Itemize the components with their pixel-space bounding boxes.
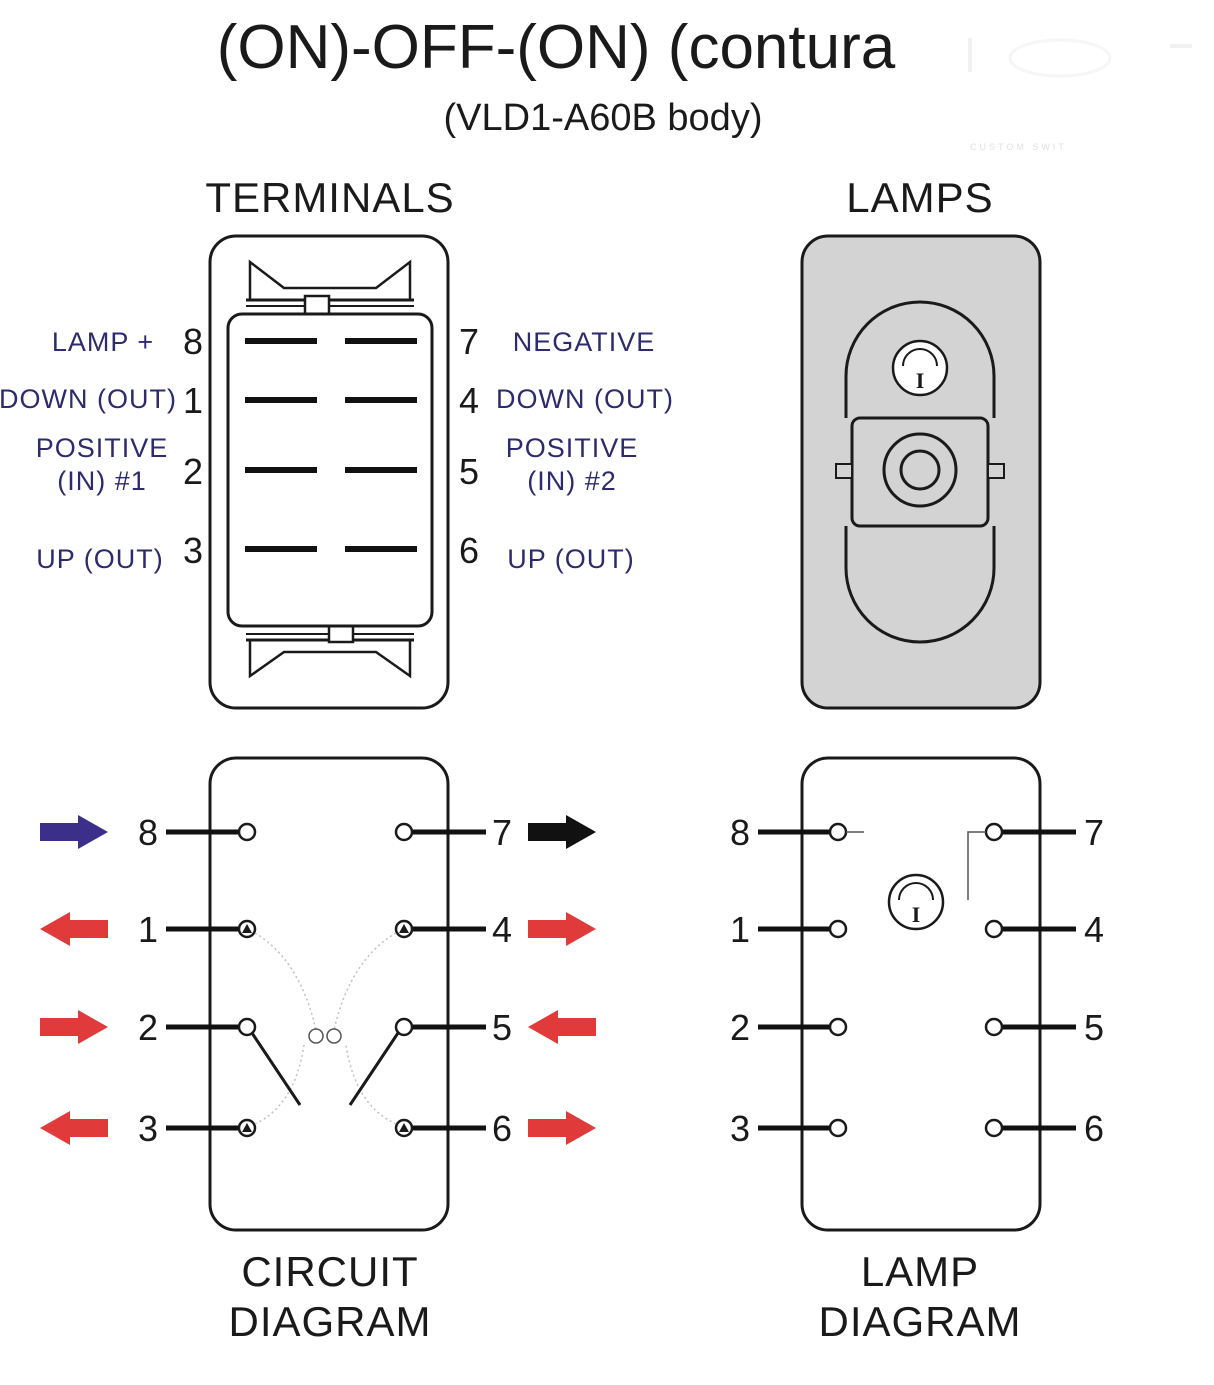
lamp-body (800, 234, 1042, 710)
terminal-label: POSITIVE (36, 433, 169, 463)
arrow-out-icon (528, 912, 596, 946)
lamp-contact-1 (828, 919, 848, 939)
lamp-icon: I (887, 873, 945, 931)
pin-number: 4 (1084, 909, 1104, 950)
terminal-label: UP (OUT) (507, 544, 635, 574)
terminal-labels: LAMP + DOWN (OUT) POSITIVE (IN) #1 UP (O… (0, 327, 674, 574)
arrow-in-icon (40, 815, 108, 849)
pin-number: 4 (492, 909, 512, 950)
terminal-label: (IN) #2 (527, 466, 617, 496)
pin-number: 3 (138, 1108, 158, 1149)
terminal-label: UP (OUT) (36, 544, 164, 574)
pin-number: 2 (138, 1007, 158, 1048)
pin-number: 1 (730, 909, 750, 950)
pin-number: 6 (1084, 1108, 1104, 1149)
pin-number: 2 (730, 1007, 750, 1048)
page-subtitle: (VLD1-A60B body) (444, 97, 763, 139)
pin-number: 3 (730, 1108, 750, 1149)
circuit-diagram: 8 1 2 3 7 4 5 6 (40, 756, 596, 1232)
lamp-letter: I (912, 902, 921, 927)
terminal-number: 4 (459, 380, 479, 421)
terminal-label: LAMP + (52, 327, 154, 357)
terminal-number: 2 (183, 451, 203, 492)
lamp-contact-4 (984, 919, 1004, 939)
page-title: (ON)-OFF-(ON) (contura (217, 13, 896, 82)
lamp-icon: I (891, 339, 949, 397)
lamp-letter: I (916, 368, 925, 393)
terminal-label: DOWN (OUT) (496, 384, 674, 414)
terminal-number: 6 (459, 530, 479, 571)
terminal-label: NEGATIVE (513, 327, 656, 357)
arrow-in-icon (40, 1010, 108, 1044)
pin-number: 7 (1084, 812, 1104, 853)
lamp-contact-7 (984, 822, 1004, 842)
terminal-numbers: 8 1 2 3 7 4 5 6 (183, 321, 479, 571)
lamp-diagram-heading-line2: DIAGRAM (818, 1298, 1021, 1345)
terminal-body (208, 234, 450, 710)
arrow-out-icon (528, 1111, 596, 1145)
arrow-in-icon (528, 1010, 596, 1044)
pin-number: 8 (138, 812, 158, 853)
terminal-number: 7 (459, 321, 479, 362)
pin-number: 6 (492, 1108, 512, 1149)
lamp-contact-5 (984, 1017, 1004, 1037)
lamp-diagram-heading-line1: LAMP (861, 1248, 979, 1295)
pin-number: 8 (730, 812, 750, 853)
contact-5 (394, 1017, 414, 1037)
lamp-contact-3 (828, 1118, 848, 1138)
terminal-label: DOWN (OUT) (0, 384, 177, 414)
contact-2 (237, 1017, 257, 1037)
terminal-number: 5 (459, 451, 479, 492)
logo-watermark: CUSTOM SWIT (968, 38, 1192, 152)
contact-7 (394, 822, 414, 842)
pin-number: 5 (492, 1007, 512, 1048)
lamp-contact-2 (828, 1017, 848, 1037)
arrow-out-icon (40, 912, 108, 946)
lamps-heading: LAMPS (846, 174, 993, 221)
lamp-diagram: I 8 1 2 3 7 4 5 6 (730, 756, 1104, 1232)
circuit-heading-line1: CIRCUIT (241, 1248, 418, 1295)
pin-number: 1 (138, 909, 158, 950)
terminal-number: 3 (183, 530, 203, 571)
lamp-contact-6 (984, 1118, 1004, 1138)
terminal-label: POSITIVE (506, 433, 639, 463)
watermark-text: CUSTOM SWIT (970, 142, 1067, 152)
circuit-heading-line2: DIAGRAM (228, 1298, 431, 1345)
terminal-label: (IN) #1 (57, 466, 147, 496)
lamp-contact-8 (828, 822, 848, 842)
pin-number: 5 (1084, 1007, 1104, 1048)
terminals-heading: TERMINALS (205, 174, 454, 221)
terminal-number: 8 (183, 321, 203, 362)
contact-8 (237, 822, 257, 842)
arrow-out-icon (528, 815, 596, 849)
arrow-out-icon (40, 1111, 108, 1145)
terminal-number: 1 (183, 380, 203, 421)
pin-number: 7 (492, 812, 512, 853)
